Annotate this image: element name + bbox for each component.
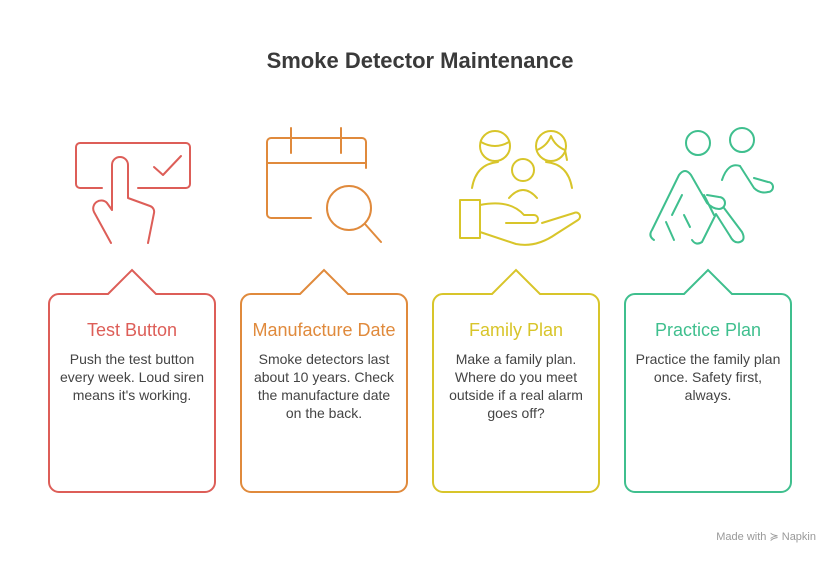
card-title: Practice Plan xyxy=(654,320,762,340)
people-walking-icon xyxy=(624,120,792,250)
card-title: Family Plan xyxy=(468,320,564,340)
card-body: Push the test button every week. Loud si… xyxy=(60,351,204,403)
family-hand-icon xyxy=(432,120,600,250)
napkin-watermark: Made with ≽ Napkin xyxy=(716,530,816,543)
hand-pressing-button-icon xyxy=(48,120,216,250)
calendar-search-icon xyxy=(240,120,408,250)
card-body: Smoke detectors last about 10 years. Che… xyxy=(253,351,395,421)
card-body: Practice the family plan once. Safety fi… xyxy=(635,351,781,403)
card-body: Make a family plan. Where do you meet ou… xyxy=(449,351,583,421)
napkin-logo-icon: ≽ xyxy=(769,531,779,543)
page-title: Smoke Detector Maintenance xyxy=(266,48,574,73)
brand-label: Napkin xyxy=(781,531,816,543)
made-with-label: Made with xyxy=(716,531,767,543)
card-title: Test Button xyxy=(86,320,178,340)
card-title: Manufacture Date xyxy=(252,320,396,340)
